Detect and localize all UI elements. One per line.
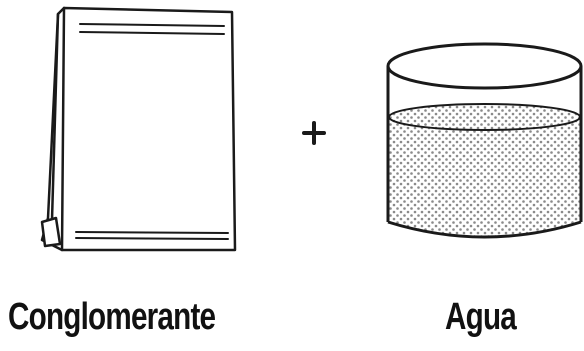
water-container-icon [386, 42, 583, 239]
agua-label: Agua [445, 296, 517, 338]
cement-bag-icon [40, 6, 237, 252]
conglomerante-label: Conglomerante [8, 296, 216, 338]
plus-icon [302, 121, 326, 145]
